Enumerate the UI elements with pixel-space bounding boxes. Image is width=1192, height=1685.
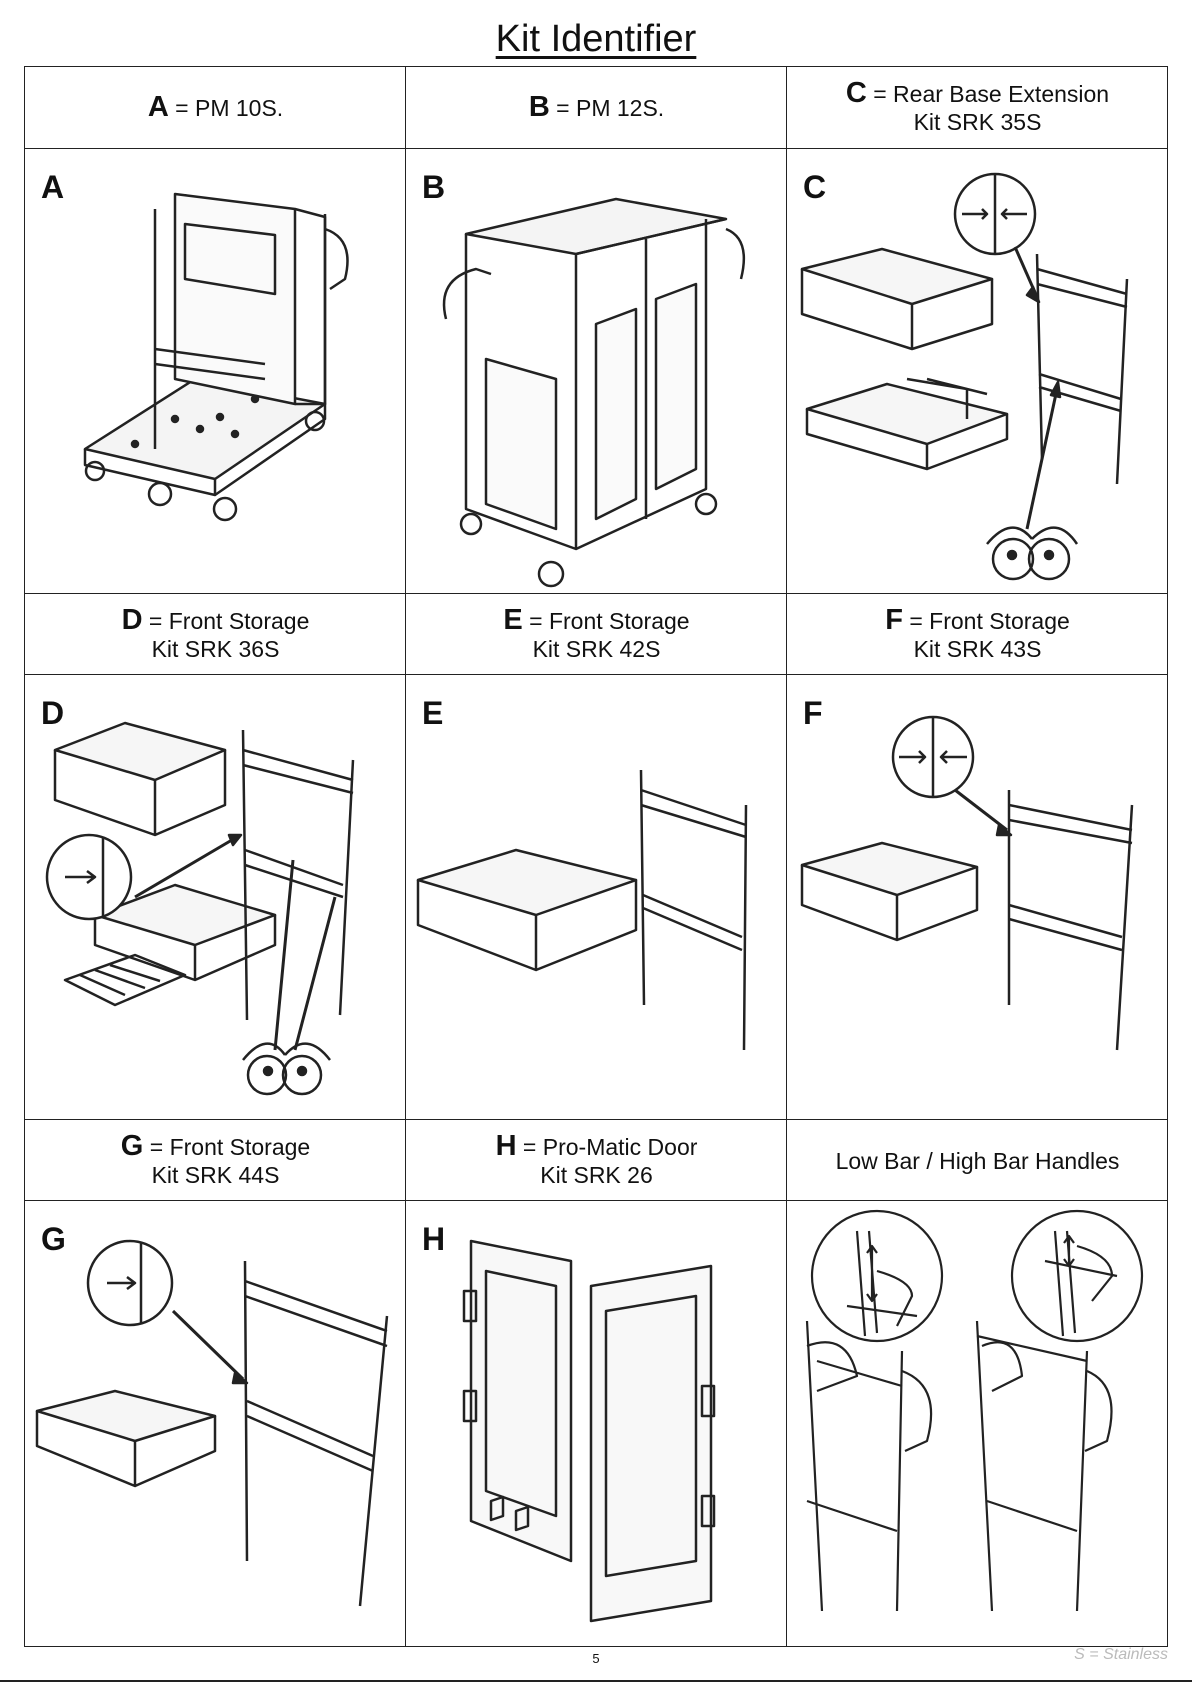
panel-h: H — [406, 1201, 787, 1646]
header-cell-e: E = Front Storage Kit SRK 42S — [406, 594, 787, 674]
kit-name: = Pro-Matic Door — [517, 1134, 698, 1160]
pro-matic-door-illustration — [406, 1201, 787, 1646]
kit-code: Kit SRK 35S — [914, 108, 1042, 136]
kit-letter: B — [529, 91, 550, 123]
kit-code: Kit SRK 36S — [152, 635, 280, 663]
front-storage-srk42s-illustration — [406, 675, 787, 1120]
page-title: Kit Identifier — [0, 18, 1192, 61]
panel-c: C — [787, 149, 1168, 594]
kit-letter: A — [148, 91, 169, 123]
header-cell-c: C = Rear Base Extension Kit SRK 35S — [787, 67, 1168, 148]
rear-base-extension-illustration — [787, 149, 1168, 594]
kit-letter: D — [122, 604, 143, 636]
header-cell-d: D = Front Storage Kit SRK 36S — [25, 594, 406, 674]
panel-d: D — [25, 675, 406, 1120]
panel-g: G — [25, 1201, 406, 1646]
kit-letter: F — [885, 604, 903, 636]
header-cell-handles: Low Bar / High Bar Handles — [787, 1120, 1168, 1200]
kit-code: Kit SRK 42S — [533, 635, 661, 663]
header-cell-h: H = Pro-Matic Door Kit SRK 26 — [406, 1120, 787, 1200]
front-storage-srk36s-illustration — [25, 675, 406, 1120]
kit-name: = PM 12S. — [550, 95, 664, 121]
kit-code: Kit SRK 43S — [914, 635, 1042, 663]
front-storage-srk43s-illustration — [787, 675, 1168, 1120]
panel-a: A — [25, 149, 406, 594]
kit-letter: G — [121, 1130, 144, 1162]
panel-b: B — [406, 149, 787, 594]
kit-name: = Rear Base Extension — [867, 81, 1109, 107]
kit-identifier-table: A = PM 10S. B = PM 12S. C = Rear Base Ex… — [24, 66, 1168, 1647]
stainless-footnote: S = Stainless — [1074, 1646, 1168, 1664]
kit-letter: E — [503, 604, 522, 636]
kit-name: Low Bar / High Bar Handles — [836, 1148, 1120, 1174]
footer-rule — [0, 1680, 1192, 1682]
header-cell-a: A = PM 10S. — [25, 67, 406, 148]
cart-pm10s-illustration — [25, 149, 406, 594]
kit-code: Kit SRK 26 — [540, 1161, 653, 1189]
kit-letter: C — [846, 77, 867, 109]
front-storage-srk44s-illustration — [25, 1201, 406, 1646]
kit-name: = Front Storage — [143, 1134, 310, 1160]
kit-code: Kit SRK 44S — [152, 1161, 280, 1189]
low-high-bar-handles-illustration — [787, 1201, 1168, 1646]
panel-f: F — [787, 675, 1168, 1120]
cart-pm12s-illustration — [406, 149, 787, 594]
page-number: 5 — [0, 1651, 1192, 1666]
kit-name: = PM 10S. — [169, 95, 283, 121]
kit-name: = Front Storage — [903, 608, 1070, 634]
kit-name: = Front Storage — [523, 608, 690, 634]
header-cell-f: F = Front Storage Kit SRK 43S — [787, 594, 1168, 674]
header-cell-g: G = Front Storage Kit SRK 44S — [25, 1120, 406, 1200]
kit-name: = Front Storage — [143, 608, 310, 634]
header-cell-b: B = PM 12S. — [406, 67, 787, 148]
panel-e: E — [406, 675, 787, 1120]
panel-handles — [787, 1201, 1168, 1646]
kit-letter: H — [496, 1130, 517, 1162]
